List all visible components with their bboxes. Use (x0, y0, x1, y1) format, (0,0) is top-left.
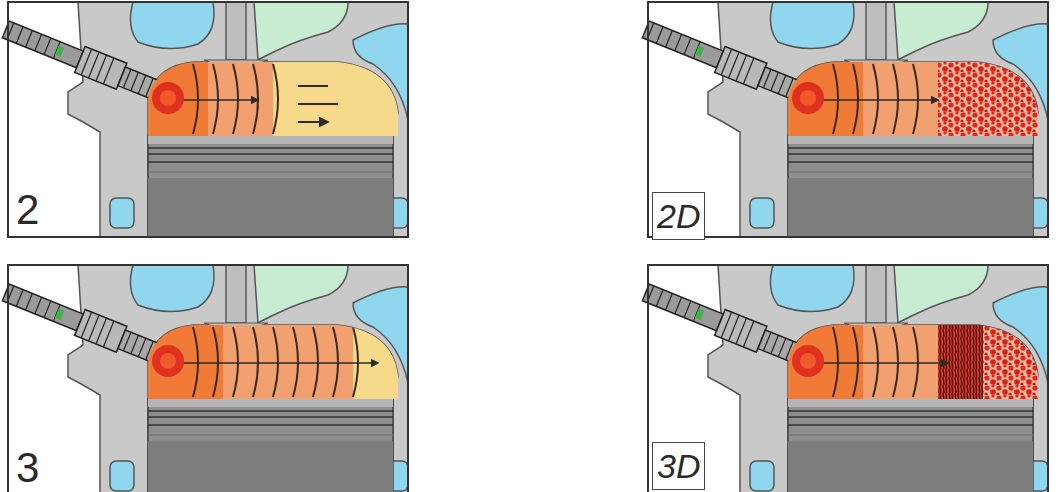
engine-section (640, 265, 1048, 492)
detonation-zone (788, 320, 1043, 405)
panel-number: 3D (652, 442, 705, 490)
engine-section (0, 2, 408, 237)
engine-section (0, 265, 408, 492)
combustion-panel (640, 265, 1048, 492)
panel-number: 3 (12, 446, 43, 490)
detonation-zone (788, 57, 1043, 142)
panel-number: 2 (12, 188, 43, 232)
flame-front (148, 57, 403, 142)
combustion-panel (0, 265, 408, 492)
flame-front (148, 320, 403, 405)
panel-number: 2D (652, 192, 705, 240)
combustion-panel (0, 2, 408, 237)
